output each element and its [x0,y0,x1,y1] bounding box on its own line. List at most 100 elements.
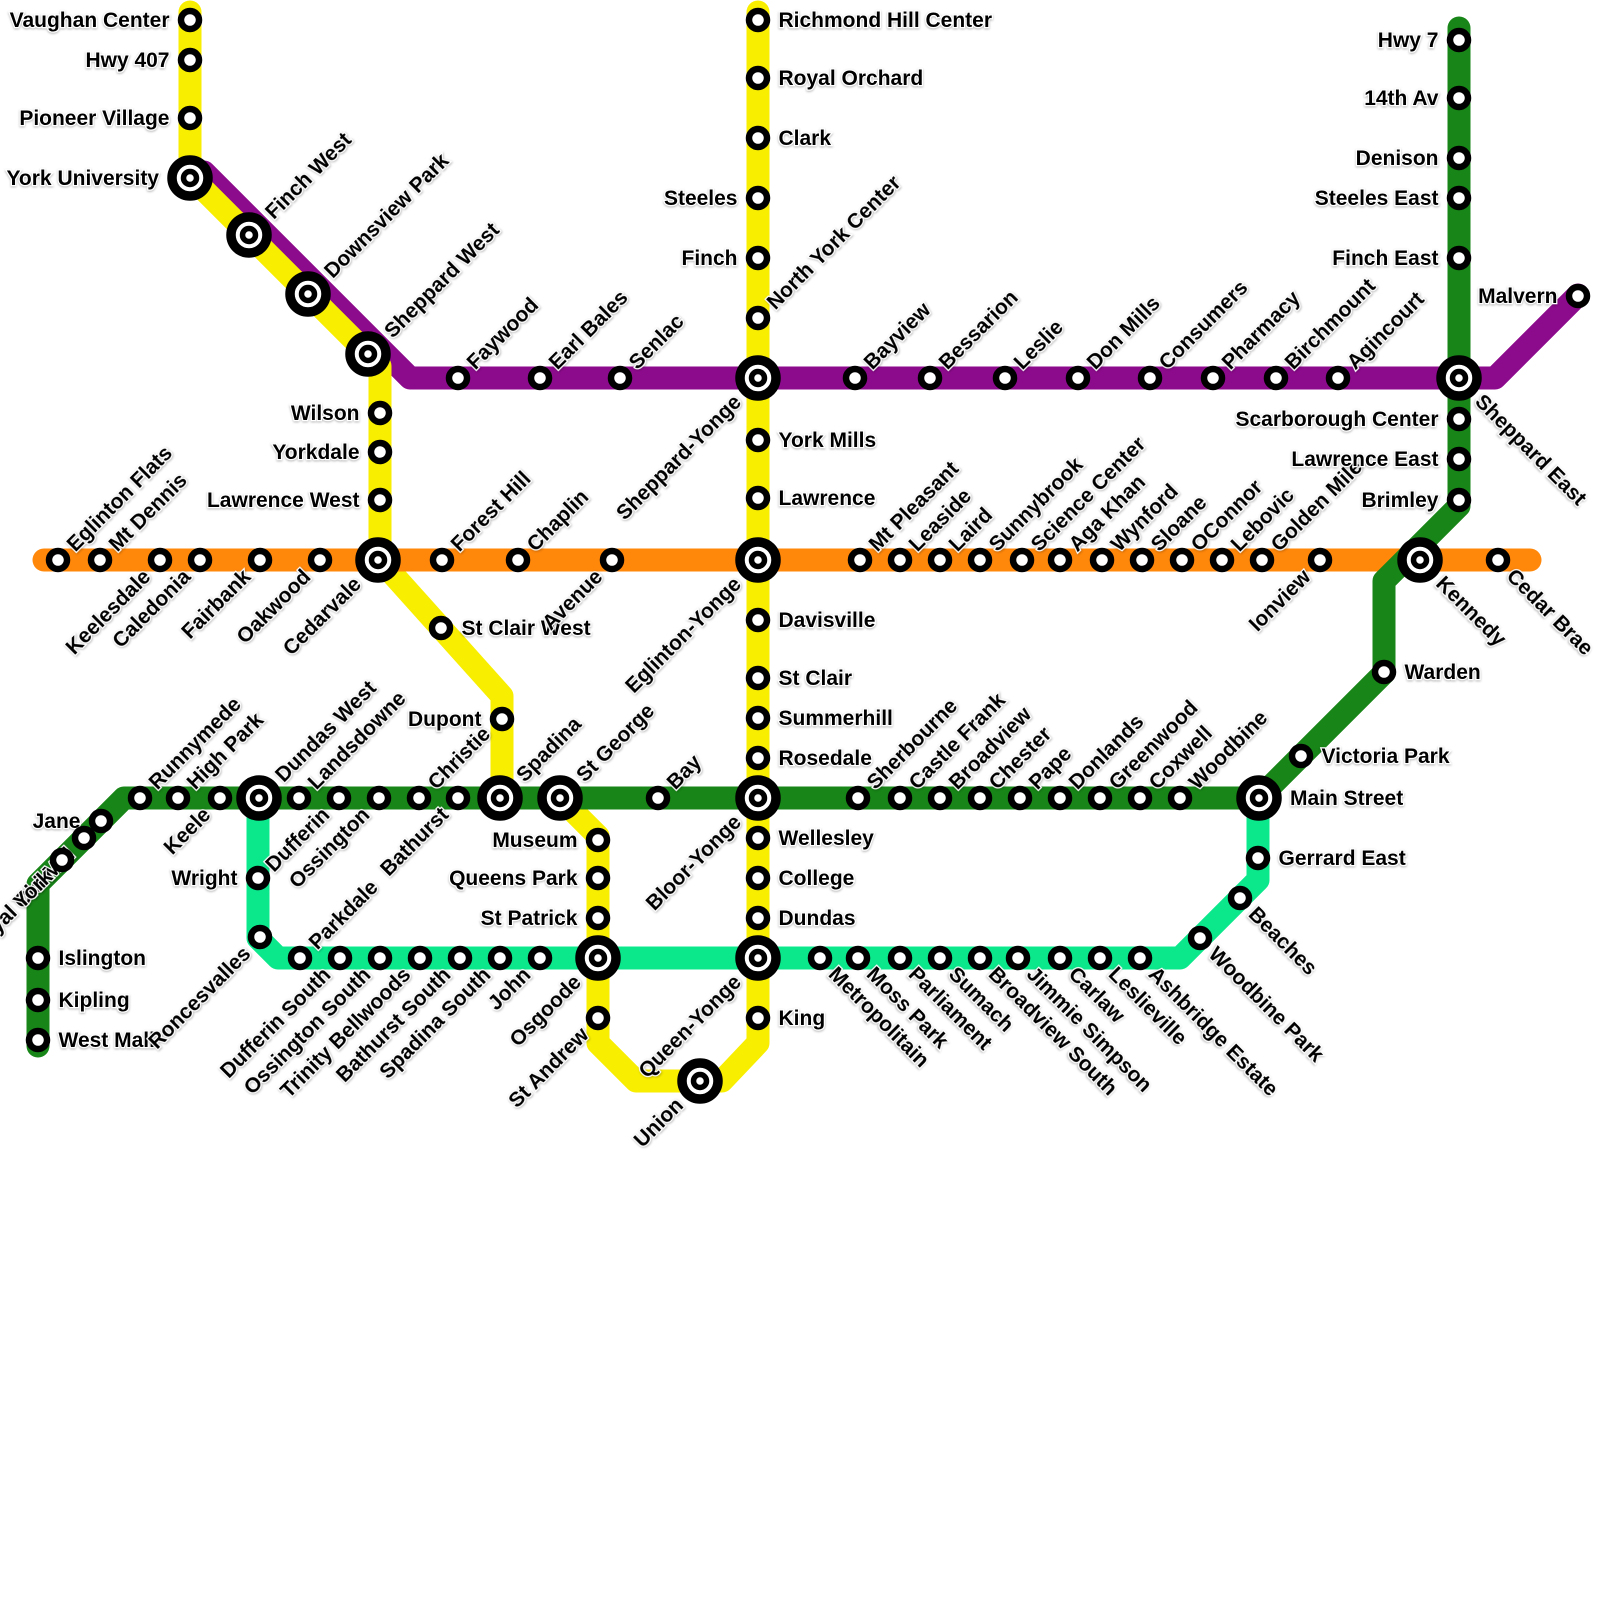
station-hwy-7: Hwy 7 [1377,27,1472,53]
station-dot-icon [992,365,1018,391]
station-dot-icon [326,785,352,811]
station-dot-icon [366,785,392,811]
station-label: Lawrence [779,487,876,510]
station-dot-icon [71,825,97,851]
station-label: Lawrence East [1291,448,1438,471]
station-dot-icon [1446,406,1472,432]
station-dot-icon [745,245,771,271]
station-st-clair-west: St Clair West [428,615,592,641]
interchange-station-inner-icon [490,788,510,808]
station-lawrence-west: Lawrence West [206,487,393,513]
station-museum: Museum [491,827,611,853]
station-dot-icon [585,905,611,931]
station-cedar-brae: Cedar Brae [1485,547,1599,661]
interchange-station-inner-icon [1449,368,1469,388]
station-dot-icon [599,547,625,573]
station-dot-icon [25,987,51,1013]
station-york-university: York University [5,155,213,201]
interchange-station-inner-icon [690,1071,710,1091]
station-clark: Clark [745,125,833,151]
station-st-patrick: St Patrick [479,905,611,931]
station-dot-icon [842,365,868,391]
interchange-station-inner-icon [1249,788,1269,808]
station-dot-icon [1047,785,1073,811]
station-dot-icon [745,865,771,891]
station-finch-east: Finch East [1331,245,1472,271]
station-label: Dundas [779,907,856,930]
station-dot-icon [1263,365,1289,391]
station-york-mills: York Mills [745,427,877,453]
station-islington: Islington [25,945,147,971]
station-dot-icon [1446,446,1472,472]
interchange-station-inner-icon [550,788,570,808]
station-dot-icon [745,1005,771,1031]
station-label: West Mall [59,1029,155,1052]
station-dot-icon [745,305,771,331]
station-summerhill: Summerhill [745,705,894,731]
station-dot-icon [1127,945,1153,971]
station-vaughan-center: Vaughan Center [8,7,203,33]
station-dot-icon [1307,547,1333,573]
station-dot-icon [1187,925,1213,951]
station-label: Earl Bales [545,286,633,374]
station-dot-icon [1446,245,1472,271]
station-wilson: Wilson [290,400,393,426]
station-college: College [745,865,856,891]
station-dot-icon [245,865,271,891]
station-label: Beaches [1244,903,1321,980]
station-dot-icon [1087,785,1113,811]
station-king: King [745,1005,826,1031]
station-dot-icon [367,487,393,513]
station-dot-icon [847,547,873,573]
station-dot-icon [445,365,471,391]
interchange-station-inner-icon [588,948,608,968]
station-pioneer-village: Pioneer Village [18,105,203,131]
station-dot-icon [49,847,75,873]
station-label: Islington [59,947,147,970]
station-dot-icon [207,785,233,811]
station-richmond-hill-center: Richmond Hill Center [745,7,993,33]
station-label: Pioneer Village [19,107,169,130]
station-dot-icon [367,945,393,971]
station-dot-icon [25,945,51,971]
station-label: Spadina [512,712,586,786]
station-dot-icon [1065,365,1091,391]
station-dundas: Dundas [745,905,857,931]
interchange-station-inner-icon [249,788,269,808]
station-label: St Clair [779,667,853,690]
station-dot-icon [745,607,771,633]
station-dot-icon [887,547,913,573]
station-dot-icon [307,547,333,573]
station-dot-icon [585,865,611,891]
station-dot-icon [1325,365,1351,391]
station-label: Steeles East [1315,187,1439,210]
station-label: Senlac [625,310,689,374]
interchange-station-inner-icon [748,550,768,570]
station-wellesley: Wellesley [745,825,875,851]
station-dot-icon [1209,547,1235,573]
station-label: Chaplin [523,485,594,556]
station-label: Cedar Brae [1502,565,1598,661]
station-dot-icon [25,1027,51,1053]
station-label: 14th Av [1364,87,1439,110]
station-label: Bayview [860,298,936,374]
station-dot-icon [367,400,393,426]
station-queens-park: Queens Park [448,865,611,891]
station-dot-icon [286,785,312,811]
station-dot-icon [489,706,515,732]
yellow-line [178,0,770,1093]
station-label: Downsview Park [320,149,454,283]
station-royal-orchard: Royal Orchard [745,65,924,91]
station-dot-icon [607,365,633,391]
interchange-station-inner-icon [748,788,768,808]
station-denison: Denison [1354,145,1472,171]
station-dot-icon [177,105,203,131]
station-label: Sheppard West [380,219,504,343]
station-dot-icon [845,945,871,971]
station-label: College [779,867,855,890]
station-label: Richmond Hill Center [779,9,993,32]
station-label: Bessarion [935,286,1023,374]
station-dot-icon [927,547,953,573]
station-finch-west: Finch West [226,127,357,258]
station-davisville: Davisville [745,607,877,633]
